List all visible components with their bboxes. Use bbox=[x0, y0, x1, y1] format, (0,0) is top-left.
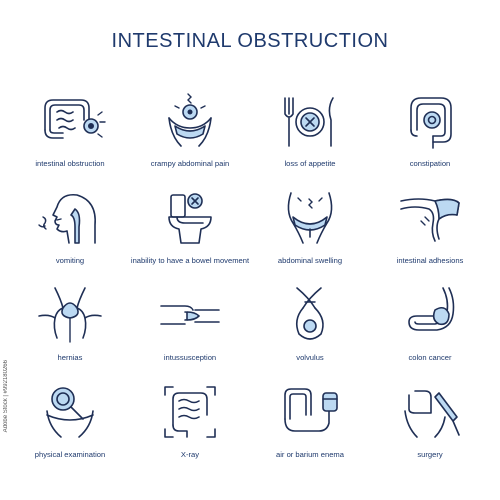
icon-card: surgery bbox=[370, 377, 490, 474]
abdominal-pain-icon bbox=[155, 90, 225, 152]
xray-intestine-icon bbox=[155, 381, 225, 443]
enema-icon bbox=[275, 381, 345, 443]
item-label: intestinal obstruction bbox=[35, 159, 105, 168]
item-label: colon cancer bbox=[408, 353, 452, 362]
magnifier-abdomen-icon bbox=[35, 381, 105, 443]
toilet-cross-icon bbox=[155, 187, 225, 249]
intestine-adhesion-icon bbox=[395, 187, 465, 249]
icon-card: constipation bbox=[370, 86, 490, 183]
icon-card: volvulus bbox=[250, 280, 370, 377]
icon-card: intussusception bbox=[130, 280, 250, 377]
item-label: constipation bbox=[409, 159, 451, 168]
item-label: hernias bbox=[57, 353, 83, 362]
item-label: air or barium enema bbox=[276, 450, 344, 459]
icon-card: loss of appetite bbox=[250, 86, 370, 183]
stock-id: Adobe Stock | #992180266 bbox=[3, 360, 9, 433]
item-label: intussusception bbox=[163, 353, 217, 362]
page-title: INTESTINAL OBSTRUCTION bbox=[111, 30, 389, 52]
colon-icon bbox=[395, 90, 465, 152]
icon-card: colon cancer bbox=[370, 280, 490, 377]
icon-grid: intestinal obstruction crampy abdominal … bbox=[10, 86, 490, 476]
item-label: loss of appetite bbox=[284, 159, 336, 168]
vomiting-head-icon bbox=[35, 187, 105, 249]
icon-card: hernias bbox=[10, 280, 130, 377]
icon-card: inability to have a bowel movement bbox=[130, 183, 250, 280]
scalpel-abdomen-icon bbox=[395, 381, 465, 443]
icon-card: physical examination bbox=[10, 377, 130, 474]
icon-card: X-ray bbox=[130, 377, 250, 474]
item-label: abdominal swelling bbox=[277, 256, 343, 265]
colon-tumor-icon bbox=[395, 284, 465, 346]
plate-cross-icon bbox=[275, 90, 345, 152]
item-label: crampy abdominal pain bbox=[150, 159, 230, 168]
volvulus-icon bbox=[275, 284, 345, 346]
item-label: intestinal adhesions bbox=[396, 256, 464, 265]
item-label: surgery bbox=[417, 450, 443, 459]
icon-card: vomiting bbox=[10, 183, 130, 280]
item-label: volvulus bbox=[296, 353, 324, 362]
item-label: physical examination bbox=[34, 450, 106, 459]
icon-card: crampy abdominal pain bbox=[130, 86, 250, 183]
hernia-icon bbox=[35, 284, 105, 346]
icon-card: intestinal adhesions bbox=[370, 183, 490, 280]
intussusception-icon bbox=[155, 284, 225, 346]
icon-card: abdominal swelling bbox=[250, 183, 370, 280]
icon-card: air or barium enema bbox=[250, 377, 370, 474]
item-label: vomiting bbox=[55, 256, 85, 265]
swollen-abdomen-icon bbox=[275, 187, 345, 249]
intestine-blockage-icon bbox=[35, 90, 106, 152]
item-label: X-ray bbox=[180, 450, 200, 459]
item-label: inability to have a bowel movement bbox=[130, 256, 250, 265]
icon-card: intestinal obstruction bbox=[10, 86, 130, 183]
